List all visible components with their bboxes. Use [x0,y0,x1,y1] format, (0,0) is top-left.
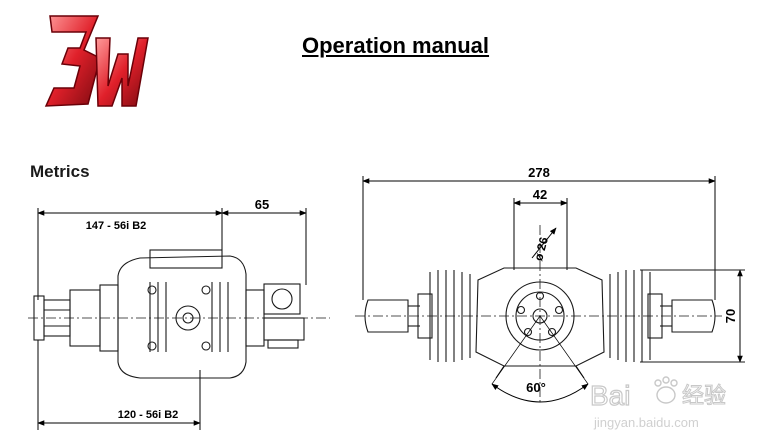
side-view [28,208,330,430]
watermark-brand: Bai [590,380,630,411]
brand-logo [44,15,149,107]
dim-front-total: 278 [528,165,550,180]
baidu-watermark: Bai 经验 jingyan.baidu.com [590,376,727,430]
front-view [355,176,745,402]
paw-icon [654,376,678,404]
dim-front-height: 70 [723,309,738,323]
dim-front-angle: 60° [526,380,546,395]
section-label-metrics: Metrics [30,162,90,181]
page-title: Operation manual [302,33,490,58]
dim-side-top: 147 - 56i B2 [86,220,147,232]
dim-front-bore: ø 26 [531,235,551,262]
watermark-url: jingyan.baidu.com [593,415,699,430]
side-view-dimensions [37,210,307,426]
dim-front-mount: 42 [533,187,547,202]
front-view-dimensions [362,178,743,403]
dim-side-right: 65 [255,197,269,212]
dim-side-bottom: 120 - 56i B2 [118,409,179,421]
watermark-brand-cn: 经验 [682,384,726,409]
